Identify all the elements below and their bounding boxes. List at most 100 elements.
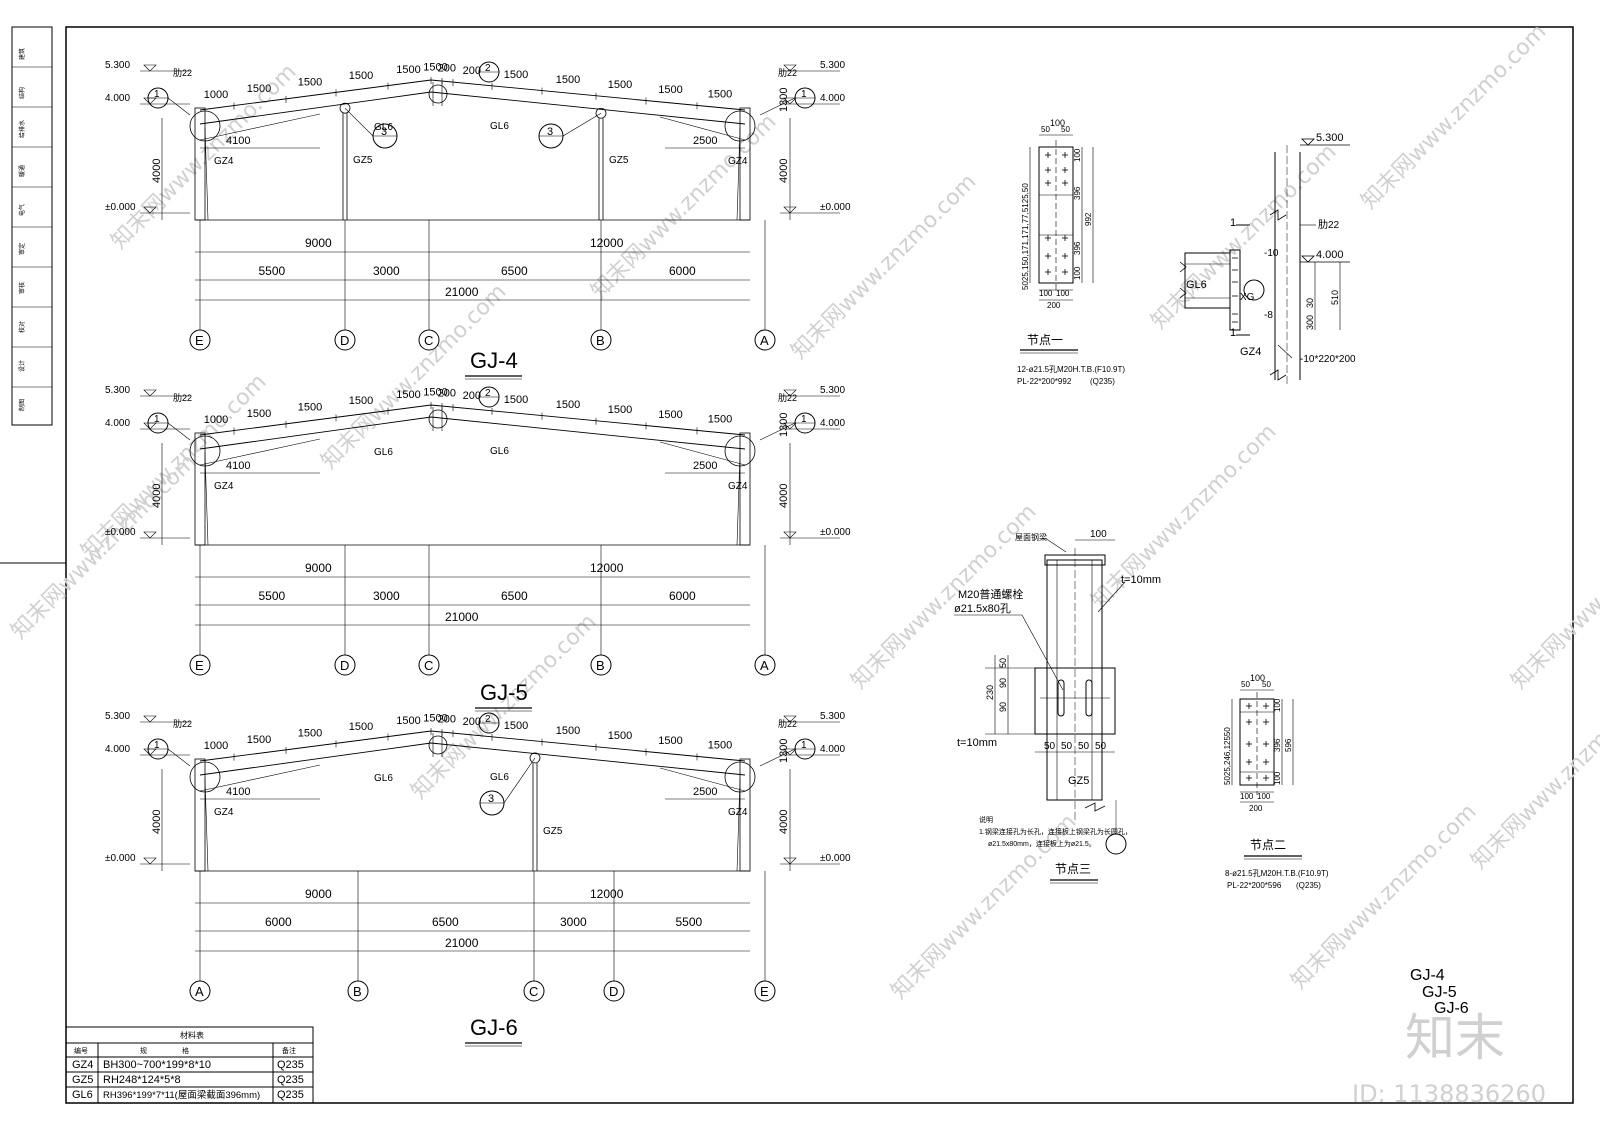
break-mark (1179, 287, 1187, 299)
node-1-note-2-material: (Q235) (1090, 377, 1115, 386)
elev-symbol (143, 715, 157, 723)
haunch-right-dim: 2500 (693, 460, 717, 472)
axis-label: E (760, 984, 769, 999)
axis-bubble (603, 980, 625, 1002)
elev-label: 4.000 (820, 744, 845, 755)
column-taper (204, 452, 209, 546)
elev-mid: 4.000 (1316, 249, 1344, 261)
top-label: 屋面钢梁 (1015, 532, 1047, 542)
frame-title: GJ-6 (470, 1015, 518, 1040)
span-dim: 12000 (590, 236, 624, 250)
axis-label: C (424, 333, 433, 348)
break-mark (1269, 209, 1287, 221)
column-label: GZ4 (728, 481, 748, 492)
roof-segment-dim: 200 (463, 65, 481, 77)
bay-dim: 6500 (432, 915, 459, 929)
watermark-text: 知末网www.znzmo.com (1357, 19, 1552, 214)
watermark-text: 知末网www.znzmo.com (7, 449, 202, 644)
bay-dim: 6000 (265, 915, 292, 929)
roof-segment-dim: 200 (463, 390, 481, 402)
roof-segment-dim: 1500 (556, 399, 580, 411)
column-label: GZ4 (214, 807, 234, 818)
dim-right: 396 (1073, 241, 1082, 255)
rafter-bottom (199, 91, 746, 125)
callout-number: 2 (485, 63, 491, 74)
bolt-label: M20普通螺栓 (958, 587, 1023, 601)
beam-label: GL6 (374, 122, 393, 133)
rib-label: 肋22 (173, 719, 192, 729)
roof-segment-dim: 1500 (423, 62, 447, 74)
axis-bubble (334, 329, 356, 351)
elev-label: 5.300 (105, 60, 130, 71)
axis-label: D (609, 984, 618, 999)
node-circle (189, 435, 221, 467)
column-label: GZ4 (728, 807, 748, 818)
elev-symbol (783, 748, 797, 756)
table-border (65, 1026, 314, 1104)
roof-segment-dim: 1500 (349, 395, 373, 407)
roof-segment-dim: 1500 (658, 409, 682, 421)
dim-510: 510 (1330, 290, 1340, 305)
callout-number: 1 (801, 89, 807, 100)
dim-top: 50 (1041, 125, 1050, 134)
bay-dim: 3000 (373, 264, 400, 278)
column-taper (736, 127, 741, 221)
beam-label: GL6 (374, 447, 393, 458)
node-circle (189, 110, 221, 142)
haunch-hole (1243, 279, 1265, 301)
elev-label: ±0.000 (820, 853, 851, 864)
total-span-dim: 21000 (445, 610, 479, 624)
dim-300: 300 (1305, 315, 1315, 330)
roof-segment-dim: 1500 (247, 408, 271, 420)
watermark-text: 知末网www.znzmo.com (1287, 799, 1482, 994)
table-cell: Q235 (277, 1074, 304, 1086)
roof-segment-dim: 1000 (0, 0, 24, 3)
connection-plate (1034, 667, 1116, 735)
roof-segment-dim: 1500 (608, 79, 632, 91)
title-strip (11, 26, 53, 426)
roof-segment-dim: 1500 (608, 730, 632, 742)
section-mark-top: 1 (1230, 217, 1236, 229)
roof-segment-dim: 1500 (556, 725, 580, 737)
dim-90: 90 (998, 702, 1008, 712)
roof-segment-dim: 1500 (658, 84, 682, 96)
roof-segment-dim: 1500 (247, 83, 271, 95)
haunch (199, 764, 321, 792)
strip-text: 暖通 (18, 165, 26, 177)
dim-right: 992 (1084, 212, 1093, 226)
haunch-right-dim: 2500 (693, 786, 717, 798)
dim-right: 396 (1273, 738, 1282, 752)
callout-number: 1 (154, 740, 160, 751)
haunch (659, 441, 746, 466)
elev-symbol (783, 389, 797, 397)
elev-label: ±0.000 (820, 527, 851, 538)
node-circle (189, 761, 221, 793)
col-height-dim: 4000 (151, 810, 163, 834)
span-dim: 12000 (590, 887, 624, 901)
span-dim: 9000 (305, 236, 332, 250)
watermark-layer: 知末网www.znzmo.com 知末网www.znzmo.com 知末网www.z… (7, 19, 1600, 1004)
roof-segment-dim: 1500 (708, 740, 732, 752)
elev-symbol (1301, 138, 1315, 146)
rib-label: 肋22 (778, 393, 797, 403)
table-cell: BH300~700*199*8*10 (103, 1059, 211, 1071)
elev-symbol (143, 389, 157, 397)
roof-segment-dim: 1000 (0, 0, 24, 3)
callout-number: 1 (154, 414, 160, 425)
beam-label: GL6 (490, 772, 509, 783)
legend-title-1: GJ-4 (1410, 967, 1445, 984)
node-circle (724, 110, 756, 142)
column-label: GZ4 (728, 156, 748, 167)
table-cell: GZ5 (72, 1074, 93, 1086)
strip-text: 校对 (18, 321, 26, 333)
roof-segment-dim: 1500 (504, 394, 528, 406)
roof-segment-dim: 1500 (298, 728, 322, 740)
roof-segment-dim: 1500 (504, 69, 528, 81)
bolt-group (1246, 703, 1269, 781)
node-1-detail: 100 50 50 5025,150,171,171,77,5125,50 10… (1017, 118, 1125, 386)
node-circle (724, 435, 756, 467)
t-label-2: t=10mm (957, 737, 997, 749)
